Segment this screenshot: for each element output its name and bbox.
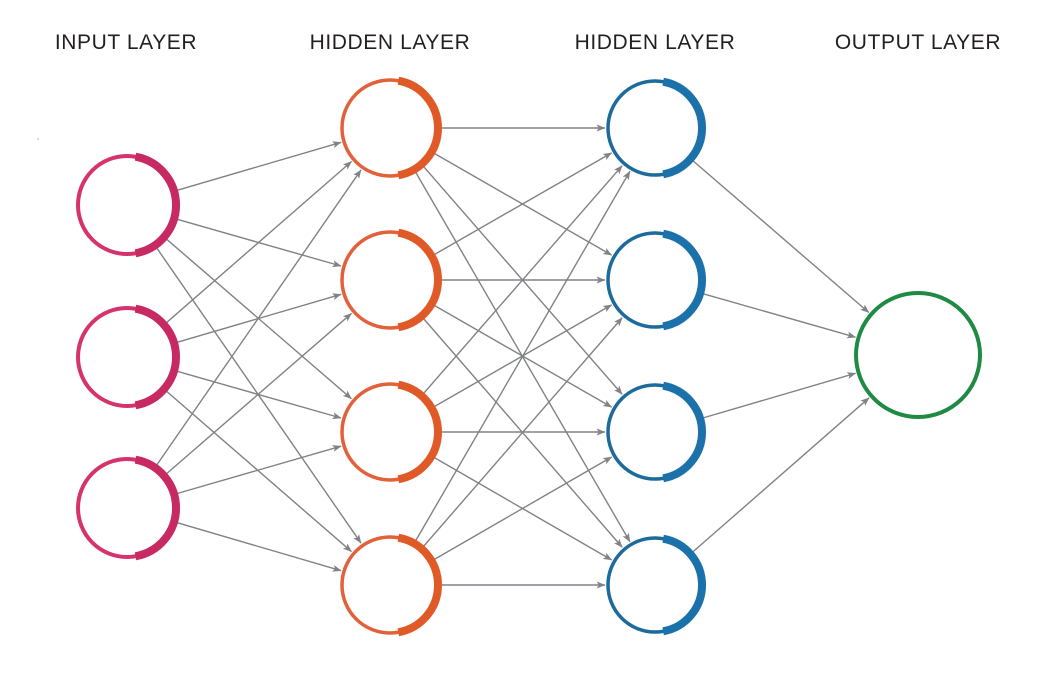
neuron-accent-arc [397, 228, 442, 332]
speck-mark [37, 138, 39, 140]
connection-edge-input-node-3-to-hidden1-node-3 [174, 445, 342, 495]
neuron-accent-arc [397, 533, 442, 637]
neuron-accent-arc [134, 152, 181, 258]
connections-group [154, 124, 870, 589]
neuron-accent-arc [397, 380, 442, 484]
label-output-layer: OUTPUT LAYER [834, 31, 1002, 54]
neuron-ring [854, 291, 982, 419]
label-input-layer: INPUT LAYER [54, 31, 198, 54]
connection-edge-hidden2-node-1-to-output-node-1 [690, 158, 870, 314]
label-hidden-1: HIDDEN LAYER [309, 31, 471, 54]
neuron-node-hidden2-node-3[interactable] [606, 381, 706, 483]
label-hidden-2: HIDDEN LAYER [574, 31, 736, 54]
neuron-node-hidden2-node-1[interactable] [606, 77, 706, 179]
connection-edge-hidden1-node-4-to-hidden2-node-3 [432, 456, 613, 562]
neuron-node-hidden2-node-4[interactable] [606, 534, 706, 636]
connection-edge-hidden1-node-3-to-hidden2-node-1 [421, 165, 623, 396]
connection-edge-input-node-3-to-hidden1-node-2 [164, 312, 352, 476]
neuron-node-hidden2-node-2[interactable] [606, 229, 706, 331]
neuron-accent-arc [397, 76, 442, 180]
neuron-node-input-node-2[interactable] [76, 304, 181, 410]
neuron-node-hidden1-node-1[interactable] [340, 76, 442, 180]
connection-edge-hidden2-node-3-to-output-node-1 [700, 372, 857, 420]
neuron-node-hidden1-node-3[interactable] [340, 380, 442, 484]
neuron-node-input-node-1[interactable] [76, 152, 181, 258]
neuron-node-hidden1-node-4[interactable] [340, 533, 442, 637]
connection-edge-hidden1-node-4-to-hidden2-node-2 [421, 317, 623, 549]
neuron-accent-arc [662, 229, 706, 331]
neuron-node-hidden1-node-2[interactable] [340, 228, 442, 332]
connection-edge-input-node-3-to-hidden1-node-4 [174, 521, 342, 572]
connection-edge-hidden2-node-2-to-output-node-1 [700, 292, 857, 339]
connection-edge-input-node-2-to-hidden1-node-1 [164, 160, 352, 325]
connection-edge-hidden2-node-4-to-output-node-1 [690, 397, 870, 554]
neuron-node-output-node-1[interactable] [854, 291, 982, 419]
neuron-accent-arc [134, 455, 181, 561]
nodes-group [76, 76, 982, 637]
neuron-accent-arc [134, 304, 181, 410]
neuron-accent-arc [662, 381, 706, 483]
connection-edge-hidden1-node-2-to-hidden2-node-1 [432, 152, 613, 257]
connection-edge-input-node-1-to-hidden1-node-1 [174, 141, 342, 192]
neuron-node-input-node-3[interactable] [76, 455, 181, 561]
neuron-accent-arc [662, 534, 706, 636]
connection-edge-input-node-3-to-hidden1-node-1 [154, 169, 362, 468]
connection-edge-hidden1-node-4-to-hidden2-node-1 [413, 170, 631, 543]
neuron-accent-arc [662, 77, 706, 179]
